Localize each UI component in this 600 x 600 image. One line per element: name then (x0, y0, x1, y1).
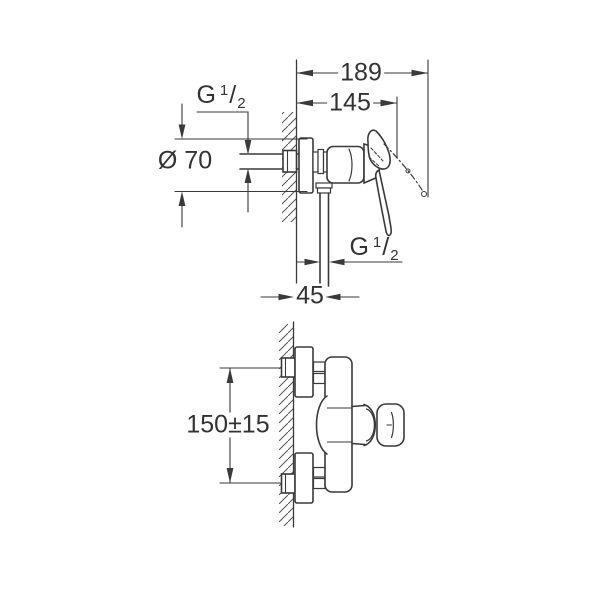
dim-dia70-label: Ø 70 (155, 146, 215, 175)
thread-prefix: G (196, 81, 216, 109)
lower-escutcheon (294, 452, 314, 504)
dim-45-label: 45 (294, 281, 326, 310)
thread-prefix: G (349, 233, 369, 261)
escutcheon-side (298, 137, 314, 194)
dim-189-label: 189 (338, 58, 384, 87)
dimension-g-half-outlet (295, 258, 403, 266)
valve-body-side (326, 145, 365, 184)
lower-union-nut (280, 473, 296, 494)
dim-145-label: 145 (327, 88, 373, 117)
front-view (219, 321, 405, 528)
wall-hatch-front (279, 324, 294, 526)
thread-numerator: 1 (372, 234, 382, 251)
valve-body-front (324, 356, 353, 493)
handle-swing-path (383, 143, 423, 191)
thread-numerator: 1 (219, 82, 229, 99)
dimension-dia-70 (174, 103, 308, 228)
upper-union-nut (280, 357, 296, 378)
mixer-body-front (280, 346, 405, 504)
handle-lever (374, 168, 393, 237)
fraction-slash: / (382, 233, 390, 261)
dim-150-label: 150±15 (184, 410, 272, 439)
dimension-150 (219, 367, 282, 484)
body-bulge (315, 395, 328, 455)
upper-escutcheon (294, 346, 314, 398)
thread-denominator: 2 (237, 95, 246, 112)
wall-union-nut (282, 149, 298, 173)
fraction-slash: / (229, 81, 237, 109)
thread-denominator: 2 (390, 247, 399, 264)
mixer-body-side (239, 129, 427, 287)
dimension-g-half-inlet (196, 111, 252, 213)
front-view-dimensions (219, 367, 282, 484)
